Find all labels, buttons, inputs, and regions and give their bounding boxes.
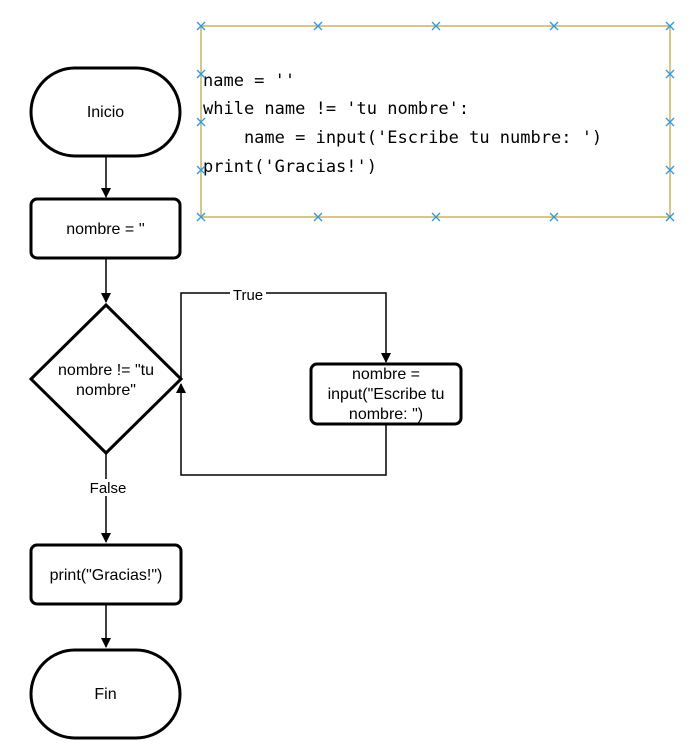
end-label: Fin bbox=[94, 686, 116, 703]
resize-handle-sw[interactable] bbox=[196, 212, 206, 222]
assign-label: nombre = '' bbox=[66, 221, 145, 238]
start-node[interactable]: Inicio bbox=[29, 66, 182, 158]
end-node[interactable]: Fin bbox=[29, 648, 182, 740]
condition-label-line-1: nombre != "tu bbox=[58, 362, 154, 379]
print-label: print("Gracias!") bbox=[50, 567, 163, 584]
resize-handle-s3[interactable] bbox=[549, 212, 559, 222]
condition-label-line-2: nombre" bbox=[76, 382, 136, 399]
loop-body-line-3: nombre: ") bbox=[349, 406, 423, 423]
false-label-bg bbox=[85, 479, 129, 496]
loop-body-line-2: input("Escribe tu bbox=[328, 386, 445, 403]
resize-handle-n1[interactable] bbox=[313, 21, 323, 31]
print-node[interactable]: print("Gracias!") bbox=[29, 543, 183, 606]
loop-body-node[interactable]: nombre = input("Escribe tu nombre: ") bbox=[309, 362, 463, 426]
edge-true-branch[interactable] bbox=[180, 292, 391, 379]
code-line-2: while name != 'tu nombre': bbox=[203, 99, 469, 119]
start-label: Inicio bbox=[87, 104, 124, 121]
assign-node[interactable]: nombre = '' bbox=[29, 197, 182, 260]
resize-handle-w1[interactable] bbox=[196, 69, 206, 79]
resize-handle-s2[interactable] bbox=[431, 212, 441, 222]
false-label: False bbox=[90, 480, 127, 497]
true-label: True bbox=[233, 287, 263, 304]
code-line-3: name = input('Escribe tu numbre: ') bbox=[203, 128, 602, 148]
resize-handle-n3[interactable] bbox=[549, 21, 559, 31]
code-box-border bbox=[200, 25, 671, 218]
condition-node[interactable]: nombre != "tu nombre" bbox=[28, 302, 184, 456]
code-line-1: name = '' bbox=[203, 71, 295, 91]
resize-handle-w3[interactable] bbox=[196, 165, 206, 175]
resize-handle-e3[interactable] bbox=[665, 165, 675, 175]
resize-handle-s1[interactable] bbox=[313, 212, 323, 222]
edge-loop-back[interactable] bbox=[176, 383, 387, 476]
resize-handle-ne[interactable] bbox=[665, 21, 675, 31]
resize-handle-e1[interactable] bbox=[665, 69, 675, 79]
resize-handle-se[interactable] bbox=[665, 212, 675, 222]
code-line-4: print('Gracias!') bbox=[203, 157, 377, 177]
resize-handle-e2[interactable] bbox=[665, 117, 675, 127]
loop-body-line-1: nombre = bbox=[352, 366, 420, 383]
selection-handles[interactable] bbox=[196, 21, 675, 222]
resize-handle-w2[interactable] bbox=[196, 117, 206, 127]
code-box[interactable]: name = '' while name != 'tu nombre': nam… bbox=[196, 21, 675, 222]
true-label-bg bbox=[230, 285, 266, 302]
resize-handle-n2[interactable] bbox=[431, 21, 441, 31]
resize-handle-nw[interactable] bbox=[196, 21, 206, 31]
